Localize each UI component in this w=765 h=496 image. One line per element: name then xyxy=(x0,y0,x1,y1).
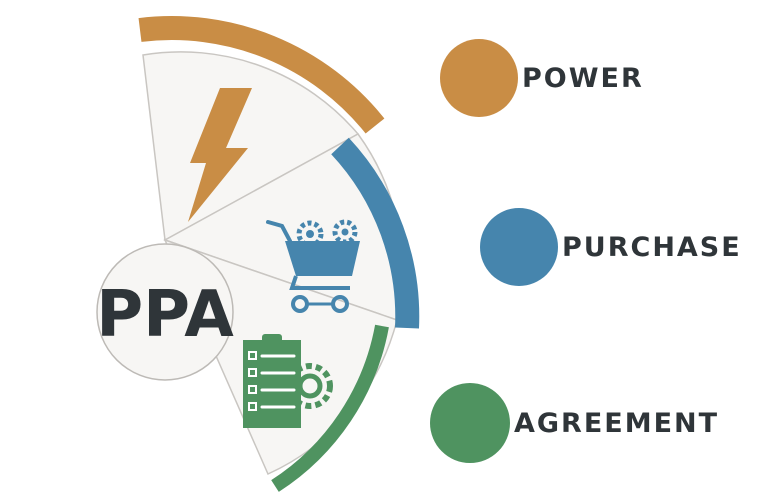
legend-label-power: POWER xyxy=(522,62,644,94)
legend-item-purchase: PURCHASE xyxy=(480,208,742,286)
arc-agreement xyxy=(271,324,389,492)
legend-item-agreement: AGREEMENT xyxy=(430,383,719,463)
shopping-cart-gears-icon xyxy=(266,219,360,313)
legend-item-power: POWER xyxy=(440,39,644,117)
legend-dot-agreement xyxy=(430,383,510,463)
legend-dot-purchase xyxy=(480,208,558,286)
legend-dot-power xyxy=(440,39,518,117)
sector-power xyxy=(142,51,360,242)
lightning-bolt-icon xyxy=(188,88,252,222)
arc-power xyxy=(138,16,385,134)
arc-purchase xyxy=(331,137,420,329)
legend-label-purchase: PURCHASE xyxy=(562,231,742,263)
legend-label-agreement: AGREEMENT xyxy=(514,407,720,439)
center-label: PPA xyxy=(96,278,234,352)
checklist-gear-icon xyxy=(243,334,333,428)
center-circle xyxy=(96,243,234,381)
